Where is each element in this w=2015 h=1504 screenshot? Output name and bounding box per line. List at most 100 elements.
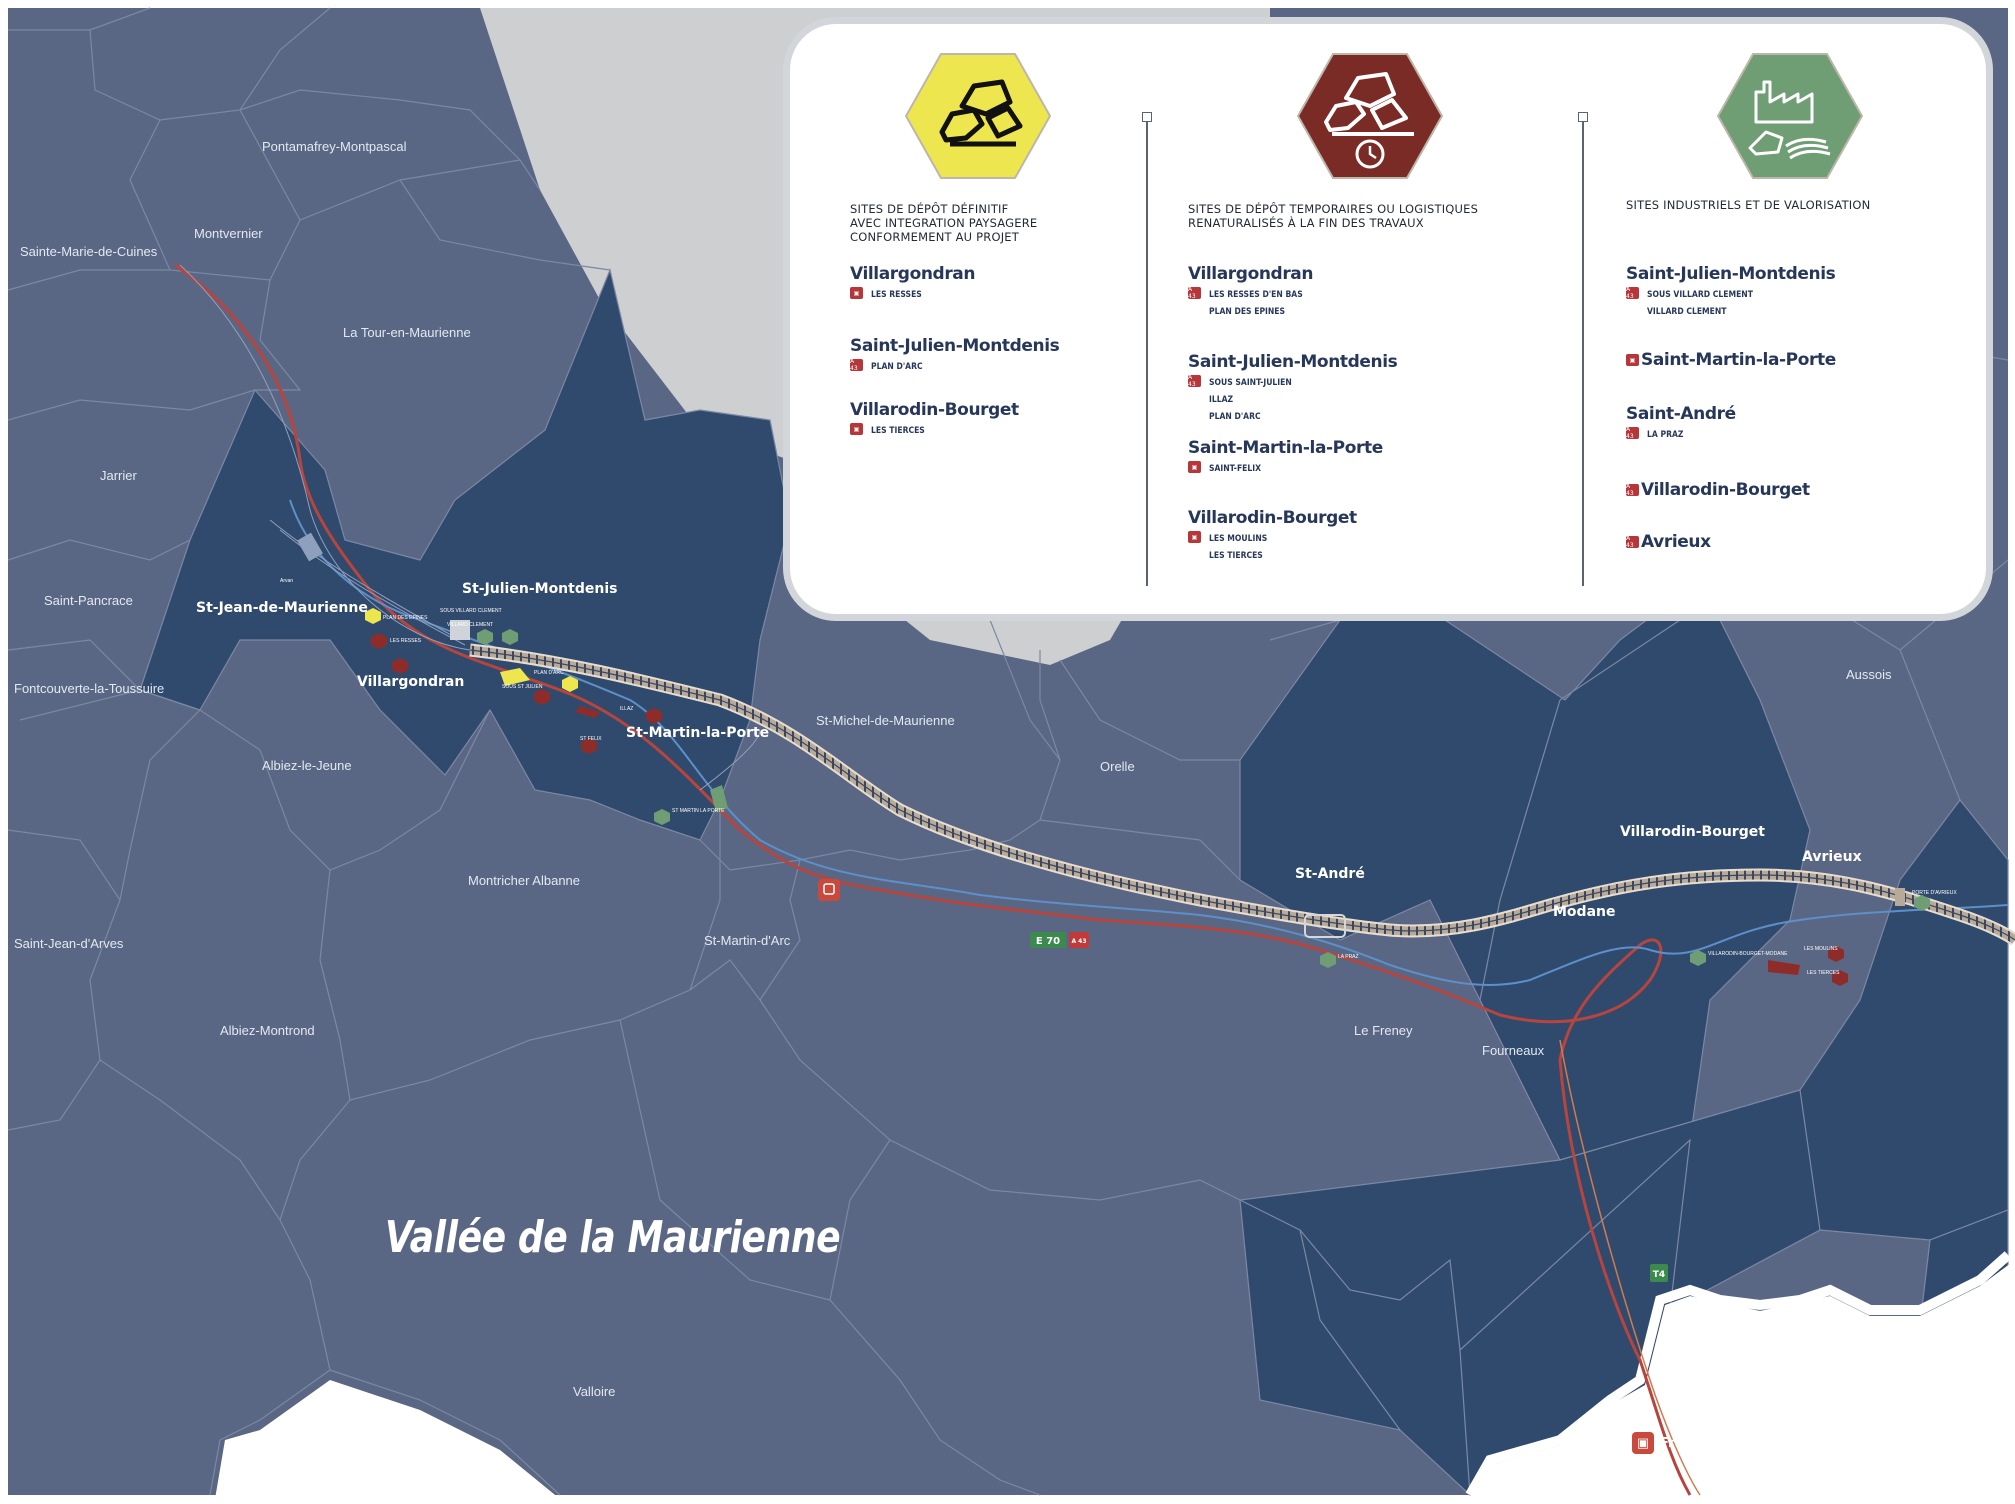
permanent-site-marker — [562, 676, 578, 692]
temporary-deposit-area — [1768, 960, 1800, 975]
industrial-site-marker — [502, 629, 518, 645]
legend-category-industrial: SITES INDUSTRIELS ET DE VALORISATION — [1626, 198, 1871, 212]
industrial-site-marker — [1320, 952, 1336, 968]
town-label: Modane — [1553, 904, 1615, 920]
micro-label: ST MARTIN LA PORTE — [672, 808, 725, 814]
commune-label: Orelle — [1100, 759, 1135, 774]
legend-category-temporary: SITES DE DÉPÔT TEMPORAIRES OU LOGISTIQUE… — [1188, 202, 1479, 230]
legend-column-industrial: SITES INDUSTRIELS ET DE VALORISATION Sai… — [1586, 24, 1986, 614]
micro-label: LES TIERCES — [1807, 970, 1840, 976]
industrial-site-marker — [477, 629, 493, 645]
commune-label: St-Martin-d'Arc — [704, 933, 791, 948]
a43-badge-icon: A 43 — [1626, 286, 1639, 300]
valley-title: Vallée de la Maurienne — [385, 1212, 841, 1263]
temporary-rock-pile-icon — [1296, 53, 1444, 179]
commune-label: Sainte-Marie-de-Cuines — [20, 244, 158, 259]
rail-badge-icon: ▣ — [1188, 461, 1201, 473]
commune-label: Saint-Jean-d'Arves — [14, 936, 124, 951]
town-label: St-André — [1295, 866, 1365, 882]
temporary-site-marker — [371, 633, 387, 649]
rail-badge-icon: ▣ — [850, 423, 863, 435]
e70-marker: E 70 — [1036, 936, 1060, 947]
temporary-site-marker — [1832, 970, 1848, 986]
legend-divider-knob — [1578, 112, 1588, 122]
legend-column-temporary: SITES DE DÉPÔT TEMPORAIRES OU LOGISTIQUE… — [1150, 24, 1570, 614]
commune-label: Saint-Pancrace — [44, 593, 133, 608]
rock-pile-icon — [904, 53, 1052, 179]
temporary-site-marker — [581, 738, 597, 754]
commune-label: St-Michel-de-Maurienne — [816, 713, 955, 728]
outside-bottom — [1470, 1260, 2015, 1499]
a43-badge-icon: A 43 — [1188, 286, 1201, 300]
legend-site[interactable]: Saint-Martin-la-Porte ▣SAINT-FELIX — [1188, 438, 1383, 474]
industrial-site-markers[interactable] — [477, 629, 1930, 968]
legend-divider — [1582, 116, 1584, 586]
frejus-station[interactable]: ▣ Fréjus — [1632, 1432, 1705, 1454]
town-label: St-Martin-la-Porte — [626, 725, 769, 741]
road-markers: E 70 A 43 T4 — [818, 879, 1668, 1282]
micro-label: LES RESSES — [390, 638, 422, 644]
commune-label: Valloire — [573, 1384, 615, 1399]
micro-label: ILLAZ — [620, 706, 633, 712]
a43-badge-icon: A 43 — [1626, 483, 1639, 497]
permanent-site-markers[interactable] — [365, 608, 578, 692]
rail-badge-icon: ▣ — [850, 287, 863, 299]
micro-label: PLAN D'ARC — [534, 670, 564, 676]
frejus-label: Fréjus — [1660, 1435, 1705, 1451]
a43-badge-icon: A 43 — [1626, 426, 1639, 440]
permanent-deposit-area — [500, 668, 530, 686]
existing-rail-lines — [179, 264, 761, 791]
tunnel-portals — [297, 532, 1905, 938]
micro-label: LES MOULINS — [1804, 946, 1838, 952]
town-labels: St-Jean-de-Maurienne St-Julien-Montdenis… — [196, 581, 1862, 920]
a43-badge-icon: A 43 — [1626, 535, 1639, 549]
commune-label: Fontcouverte-la-Toussuire — [14, 681, 164, 696]
temporary-site-marker — [1828, 946, 1844, 962]
commune-label: Jarrier — [100, 468, 138, 483]
rail-badge-icon: ▣ — [1626, 354, 1639, 366]
railway-centerline — [469, 649, 2015, 941]
temporary-site-markers[interactable] — [371, 633, 1848, 986]
industrial-site-marker — [1690, 950, 1706, 966]
commune-label: Aussois — [1846, 667, 1892, 682]
legend-divider — [1146, 116, 1148, 586]
micro-label: PLAN DES EPINES — [383, 615, 428, 621]
town-label: St-Jean-de-Maurienne — [196, 600, 368, 616]
town-label: Villargondran — [357, 674, 464, 690]
arc-river — [289, 499, 2009, 986]
commune-label: Albiez-Montrond — [220, 1023, 315, 1038]
train-icon: ▣ — [1632, 1432, 1654, 1454]
rail-badge-icon: ▣ — [1188, 531, 1201, 543]
commune-label: Le Freney — [1354, 1023, 1413, 1038]
legend-site[interactable]: Villarodin-Bourget ▣LES TIERCES — [850, 400, 1019, 436]
legend-site[interactable]: Villargondran ▣LES RESSES — [850, 264, 976, 300]
commune-labels: Pontamafrey-Montpascal Montvernier Saint… — [14, 139, 1892, 1399]
factory-icon — [1716, 53, 1864, 179]
micro-label: VILLARD CLEMENT — [447, 622, 493, 628]
tunnel-road — [1559, 1039, 1701, 1496]
commune-label: Fourneaux — [1482, 1043, 1545, 1058]
micro-label: Arvan — [280, 578, 293, 584]
town-label: St-Julien-Montdenis — [462, 581, 617, 597]
legend-site[interactable]: ▣Saint-Martin-la-Porte — [1626, 350, 1836, 370]
outside-bottom-left — [215, 1380, 560, 1499]
micro-label: VILLARODIN-BOURGET-MODANE — [1708, 951, 1788, 957]
legend-divider-knob — [1142, 112, 1152, 122]
permanent-site-marker — [365, 608, 381, 624]
commune-label: Albiez-le-Jeune — [262, 758, 352, 773]
commune-label: La Tour-en-Maurienne — [343, 325, 471, 340]
temporary-site-marker — [646, 708, 662, 724]
a43-badge-icon: A 43 — [1188, 374, 1201, 388]
temporary-deposit-area — [575, 706, 600, 718]
a43-marker: A 43 — [1071, 938, 1086, 945]
micro-label: SOUS VILLARD CLEMENT — [440, 608, 502, 614]
